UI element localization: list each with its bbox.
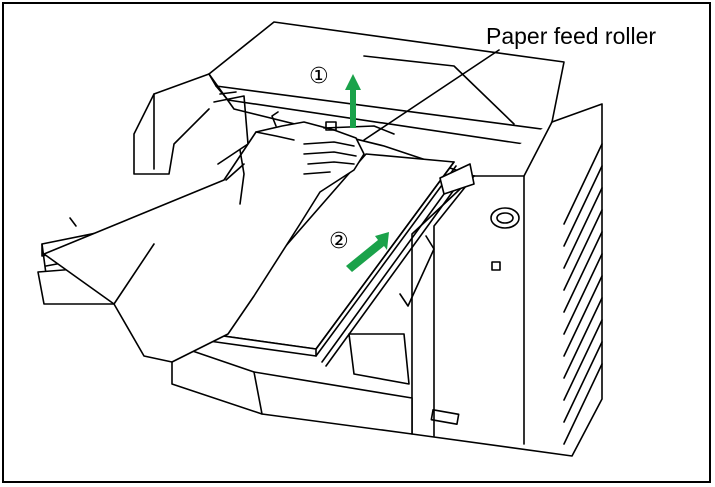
arm [43, 121, 365, 363]
side-vents [563, 143, 603, 445]
paper-stack [208, 153, 475, 367]
scanner-left-side [133, 73, 210, 175]
lift-arrow [345, 74, 361, 128]
hand-arm [43, 111, 365, 363]
status-led [491, 261, 501, 271]
scanner-base [171, 343, 413, 435]
paper-feed-roller-label: Paper feed roller [486, 23, 657, 49]
scanner-right-side [411, 103, 603, 457]
callout-leader-line [363, 49, 500, 141]
scanner-body [133, 21, 603, 457]
scanner-illustration [37, 21, 603, 457]
front-label [430, 409, 460, 425]
illustration-frame: Paper feed roller ① ② [2, 2, 711, 483]
power-button [490, 207, 520, 229]
paper-feed-roller [323, 121, 395, 135]
step-2-marker: ② [329, 229, 349, 254]
insert-arrow [346, 232, 389, 272]
step-1-marker: ① [309, 64, 329, 89]
